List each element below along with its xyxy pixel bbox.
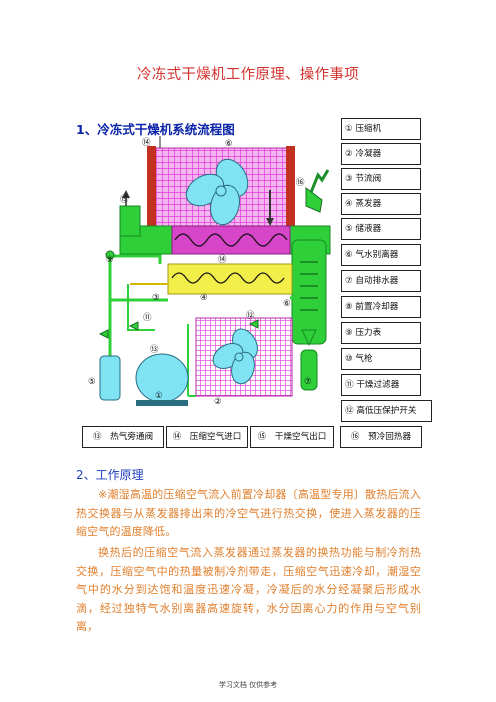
upper-coil-header-right (286, 146, 295, 232)
legend-item-3: ③ 节流阀 (341, 168, 421, 190)
legend-item-1: ① 压缩机 (341, 118, 421, 140)
legend-item-6: ⑥ 气水别离器 (341, 244, 421, 266)
legend-item-13: ⑬ 热气旁通阀 (82, 426, 164, 448)
diagram-label-6: ⑥ (225, 139, 233, 149)
diagram-label-11: ⑪ (143, 313, 152, 323)
diagram-label-14b: ⑭ (218, 255, 227, 265)
diagram-label-4: ④ (200, 293, 208, 303)
upper-coil-header-left (147, 146, 156, 232)
legend-item-15: ⑮ 干燥空气出口 (250, 426, 334, 448)
legend-item-14: ⑭ 压缩空气进口 (166, 426, 248, 448)
auto-drain (300, 349, 318, 391)
paragraph-1: ※潮湿高温的压缩空气流入前置冷却器〔高温型专用〕散热后流入热交换器与从蒸发器排出… (76, 488, 421, 538)
upper-fan (185, 158, 249, 226)
legend-item-4: ④ 蒸发器 (341, 193, 421, 215)
legend-item-7: ⑦ 自动排水器 (341, 270, 421, 292)
lower-fan (212, 328, 258, 385)
precooler-coil (171, 225, 291, 255)
legend-item-8: ⑧ 前置冷却器 (341, 296, 421, 318)
section1-heading: 1、冷冻式干燥机系统流程图 (76, 122, 235, 137)
diagram-label-15: ⑮ (120, 195, 129, 205)
legend-item-11: ⑪ 干燥过滤器 (341, 374, 421, 396)
legend-item-5: ⑤ 储液器 (341, 218, 421, 240)
diagram-label-14: ⑭ (142, 138, 151, 148)
page-footer: 学习文档 仅供参考 (218, 681, 278, 689)
pressure-gauge (105, 250, 115, 260)
diagram-label-13: ⑬ (150, 345, 159, 355)
diagram-label-2: ② (214, 397, 222, 407)
legend-item-9: ⑨ 压力表 (341, 322, 421, 344)
legend-item-2: ② 冷凝器 (341, 143, 421, 165)
diagram-label-6b: ⑥ (283, 299, 291, 309)
receiver (99, 355, 121, 401)
legend-item-10: ⑩ 气枪 (341, 348, 421, 370)
section2-heading: 2、工作原理 (76, 468, 144, 482)
diagram-label-7: ⑦ (304, 377, 312, 387)
page-title: 冷冻式干燥机工作原理、操作事项 (137, 67, 359, 83)
diagram-label-16: ⑯ (296, 178, 305, 188)
paragraph-2: 换热后的压缩空气流入蒸发器通过蒸发器的换热功能与制冷剂热交换，压缩空气中的热量被… (76, 546, 421, 633)
diagram-label-3: ③ (152, 293, 160, 303)
compressor (135, 353, 189, 406)
diagram-label-5: ⑤ (88, 377, 96, 387)
diagram-label-1: ① (155, 391, 163, 401)
legend-item-16: ⑯ 预冷回热器 (340, 426, 422, 448)
separator-vessel (291, 239, 327, 345)
diagram-label-12: ⑫ (246, 311, 255, 321)
air-gun (305, 169, 330, 213)
diagram-label-9: ⑨ (106, 255, 114, 265)
legend-item-12: ⑫ 高低压保护开关 (341, 400, 432, 422)
